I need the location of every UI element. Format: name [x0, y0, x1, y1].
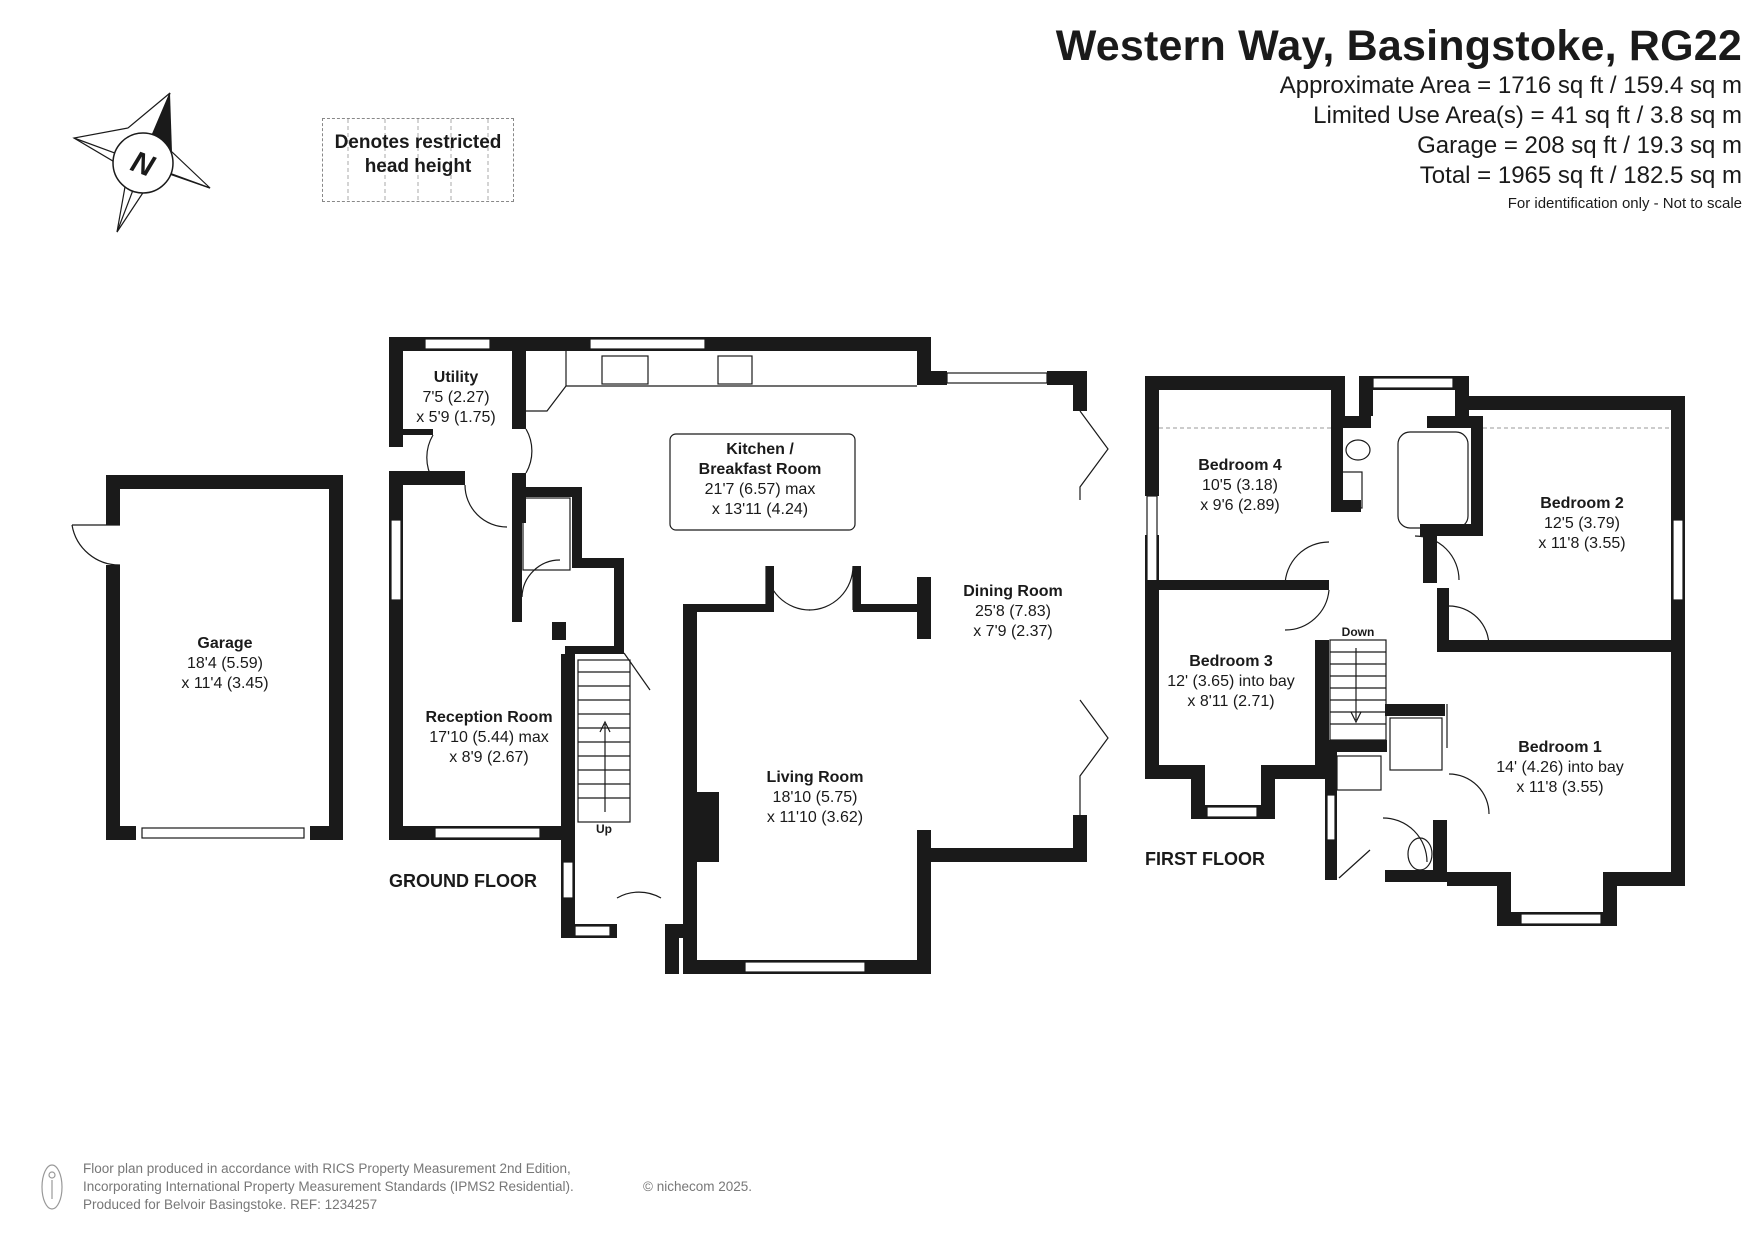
first-floor-label: FIRST FLOOR — [1145, 849, 1265, 869]
garage-name: Garage — [197, 635, 252, 652]
legend-line-1: Denotes restricted — [334, 132, 502, 153]
bedroom3-dim-2: x 8'11 (2.71) — [1187, 693, 1274, 710]
utility-dim-2: x 5'9 (1.75) — [416, 409, 496, 426]
limited-use-area: Limited Use Area(s) = 41 sq ft / 3.8 sq … — [1313, 102, 1742, 129]
garage-dim-2: x 11'4 (3.45) — [181, 675, 268, 692]
copyright: © nichecom 2025. — [643, 1179, 753, 1194]
bedroom1-dim-1: 14' (4.26) into bay — [1496, 759, 1624, 776]
footer-line-3: Produced for Belvoir Basingstoke. REF: 1… — [83, 1197, 378, 1212]
bedroom4-dim-1: 10'5 (3.18) — [1202, 477, 1278, 494]
footer-line-1: Floor plan produced in accordance with R… — [83, 1161, 571, 1176]
stairs-down-label: Down — [1342, 625, 1375, 639]
garage-plan — [71, 475, 343, 840]
reception-dim-1: 17'10 (5.44) max — [429, 729, 549, 746]
ground-floor-label: GROUND FLOOR — [389, 871, 537, 891]
bedroom2-name: Bedroom 2 — [1540, 495, 1624, 512]
dining-dim-2: x 7'9 (2.37) — [973, 623, 1053, 640]
kitchen-name-1: Kitchen / — [726, 441, 794, 458]
reception-dim-2: x 8'9 (2.67) — [449, 749, 529, 766]
approximate-area: Approximate Area = 1716 sq ft / 159.4 sq… — [1279, 72, 1742, 99]
bedroom3-dim-1: 12' (3.65) into bay — [1167, 673, 1295, 690]
title-block: Western Way, Basingstoke, RG22 Approxima… — [1056, 22, 1742, 212]
legend-line-2: head height — [364, 156, 472, 177]
kitchen-name-2: Breakfast Room — [699, 461, 822, 478]
footer: Floor plan produced in accordance with R… — [83, 1160, 752, 1214]
bedroom1-name: Bedroom 1 — [1518, 739, 1602, 756]
ground-floor-plan — [389, 337, 1109, 974]
bedroom2-dim-1: 12'5 (3.79) — [1544, 515, 1620, 532]
bedroom2-dim-2: x 11'8 (3.55) — [1538, 535, 1625, 552]
dining-name: Dining Room — [963, 583, 1063, 600]
kitchen-dim-2: x 13'11 (4.24) — [712, 501, 808, 518]
kitchen-dim-1: 21'7 (6.57) max — [705, 481, 816, 498]
utility-name: Utility — [434, 369, 479, 386]
bedroom4-dim-2: x 9'6 (2.89) — [1200, 497, 1280, 514]
compass-icon: N — [72, 92, 211, 233]
utility-dim-1: 7'5 (2.27) — [422, 389, 489, 406]
first-floor-plan — [1145, 376, 1685, 926]
bedroom1-dim-2: x 11'8 (3.55) — [1516, 779, 1603, 796]
living-name: Living Room — [767, 769, 864, 786]
bedroom4-name: Bedroom 4 — [1198, 457, 1282, 474]
footer-line-2: Incorporating International Property Mea… — [83, 1179, 574, 1194]
garage-dim-1: 18'4 (5.59) — [187, 655, 263, 672]
scale-note: For identification only - Not to scale — [1507, 195, 1742, 212]
bedroom3-name: Bedroom 3 — [1189, 653, 1273, 670]
living-dim-1: 18'10 (5.75) — [773, 789, 858, 806]
stairs-up-label: Up — [596, 822, 612, 836]
person-icon — [41, 1164, 63, 1210]
restricted-height-legend: Denotes restricted head height — [322, 118, 514, 202]
garage-area: Garage = 208 sq ft / 19.3 sq m — [1417, 132, 1742, 159]
dining-dim-1: 25'8 (7.83) — [975, 603, 1051, 620]
property-title: Western Way, Basingstoke, RG22 — [1055, 22, 1742, 70]
reception-name: Reception Room — [425, 709, 552, 726]
living-dim-2: x 11'10 (3.62) — [767, 809, 863, 826]
total-area: Total = 1965 sq ft / 182.5 sq m — [1419, 162, 1742, 189]
